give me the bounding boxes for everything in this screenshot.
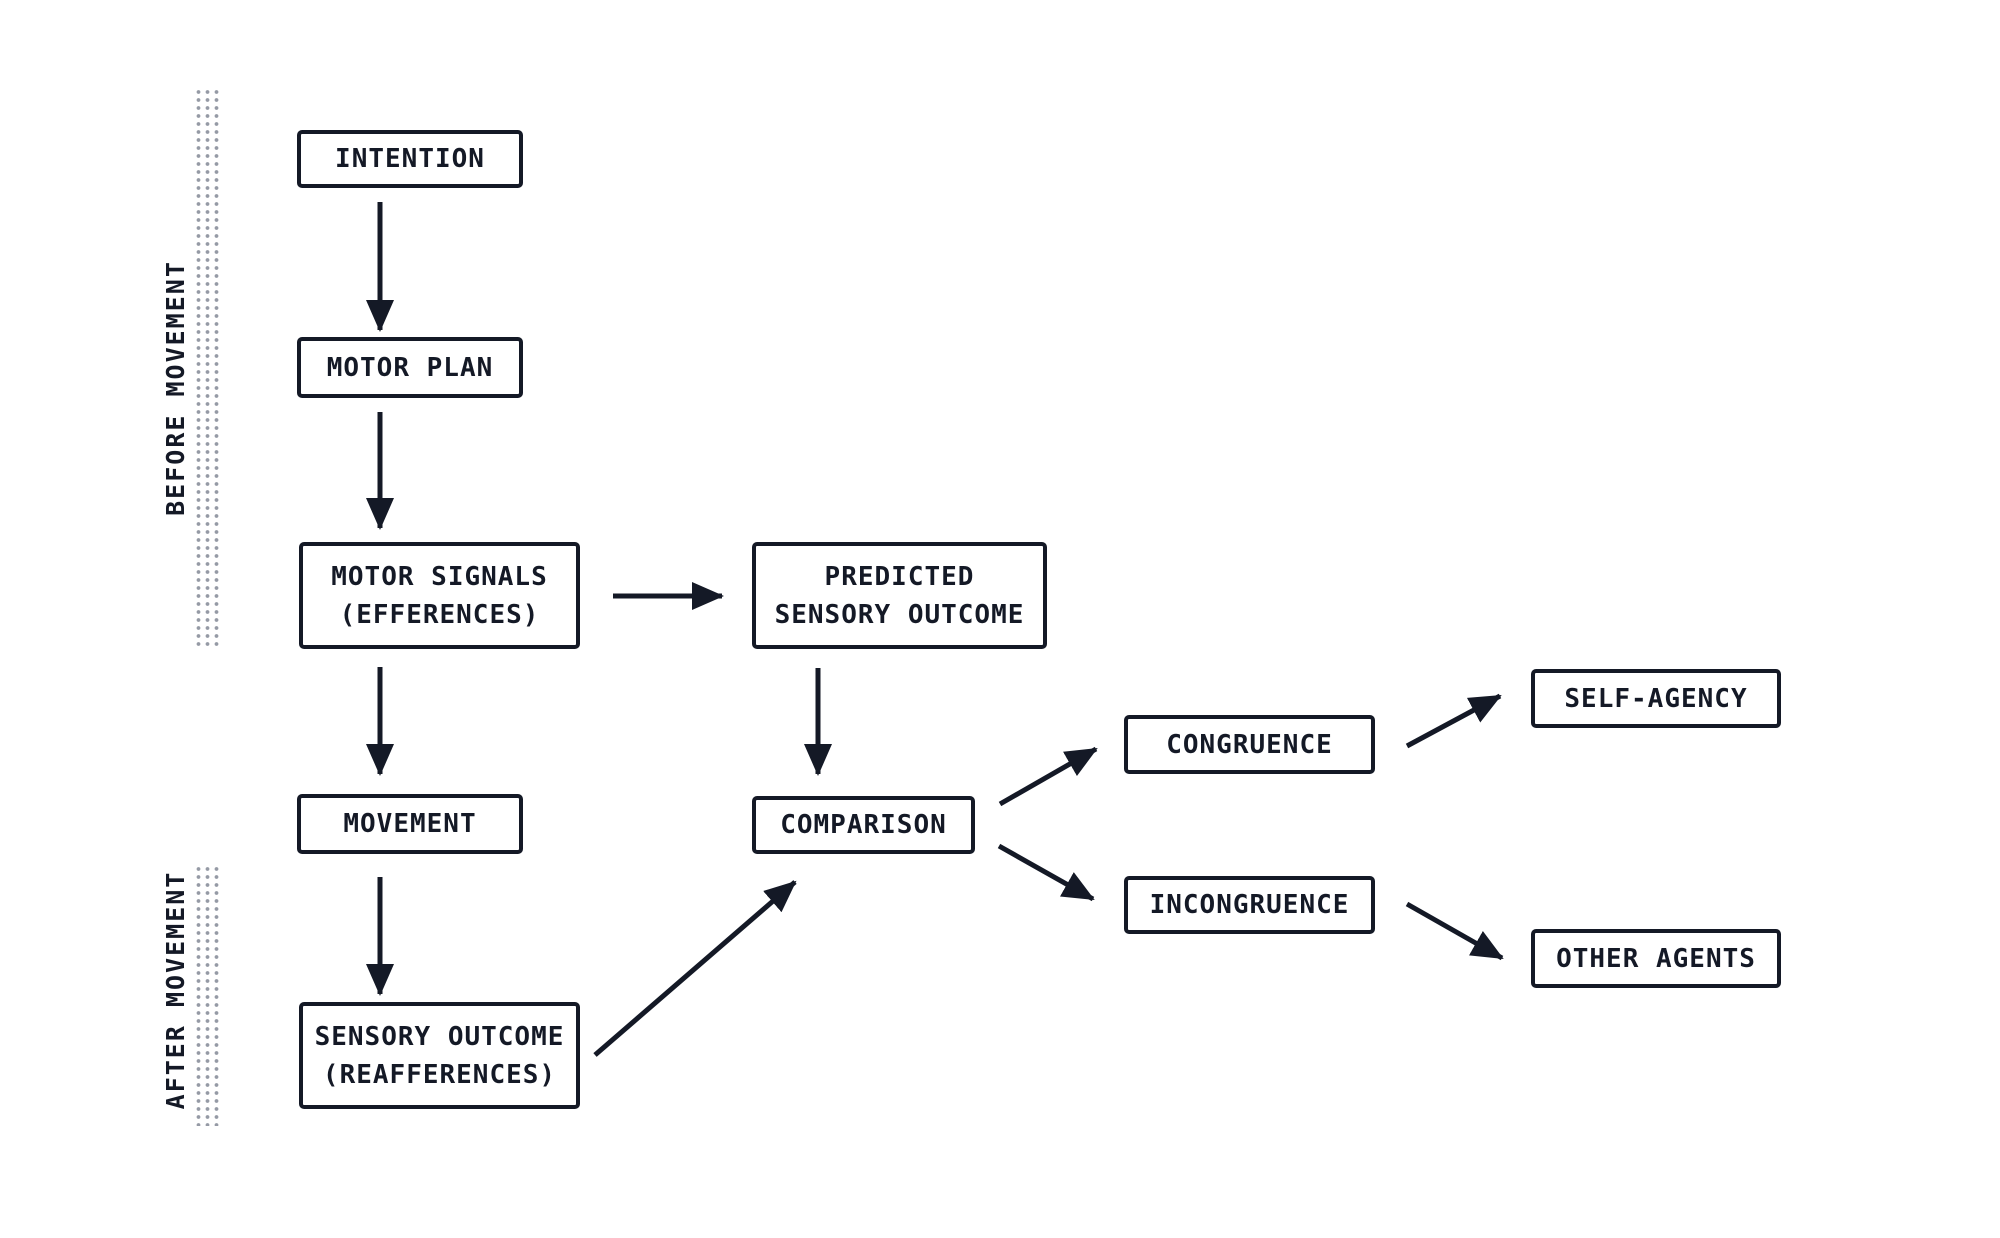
arrow-comparison-to-congruence <box>998 746 1098 807</box>
arrow-incongruence-to-other-agents <box>1405 901 1504 961</box>
node-intention: INTENTION <box>297 130 523 188</box>
before-movement-dotted-bar <box>194 88 221 648</box>
node-congruence: CONGRUENCE <box>1124 715 1375 774</box>
node-motor-signals-efferences: MOTOR SIGNALS (EFFERENCES) <box>299 542 580 649</box>
node-movement: MOVEMENT <box>297 794 523 854</box>
arrow-congruence-to-self-agency <box>1405 693 1502 749</box>
after-movement-dotted-bar <box>194 865 221 1126</box>
phase-label-after-movement: AFTER MOVEMENT <box>160 870 190 1110</box>
node-self-agency: SELF-AGENCY <box>1531 669 1781 728</box>
node-predicted-sensory-outcome: PREDICTED SENSORY OUTCOME <box>752 542 1047 649</box>
node-motor-plan: MOTOR PLAN <box>297 337 523 398</box>
node-sensory-outcome-reafferences: SENSORY OUTCOME (REAFFERENCES) <box>299 1002 580 1109</box>
node-other-agents: OTHER AGENTS <box>1531 929 1781 988</box>
node-incongruence: INCONGRUENCE <box>1124 876 1375 934</box>
node-comparison: COMPARISON <box>752 796 975 854</box>
arrow-comparison-to-incongruence <box>997 843 1095 902</box>
phase-label-before-movement: BEFORE MOVEMENT <box>160 260 190 516</box>
arrow-sensory-outcome-to-comparison <box>593 880 797 1057</box>
